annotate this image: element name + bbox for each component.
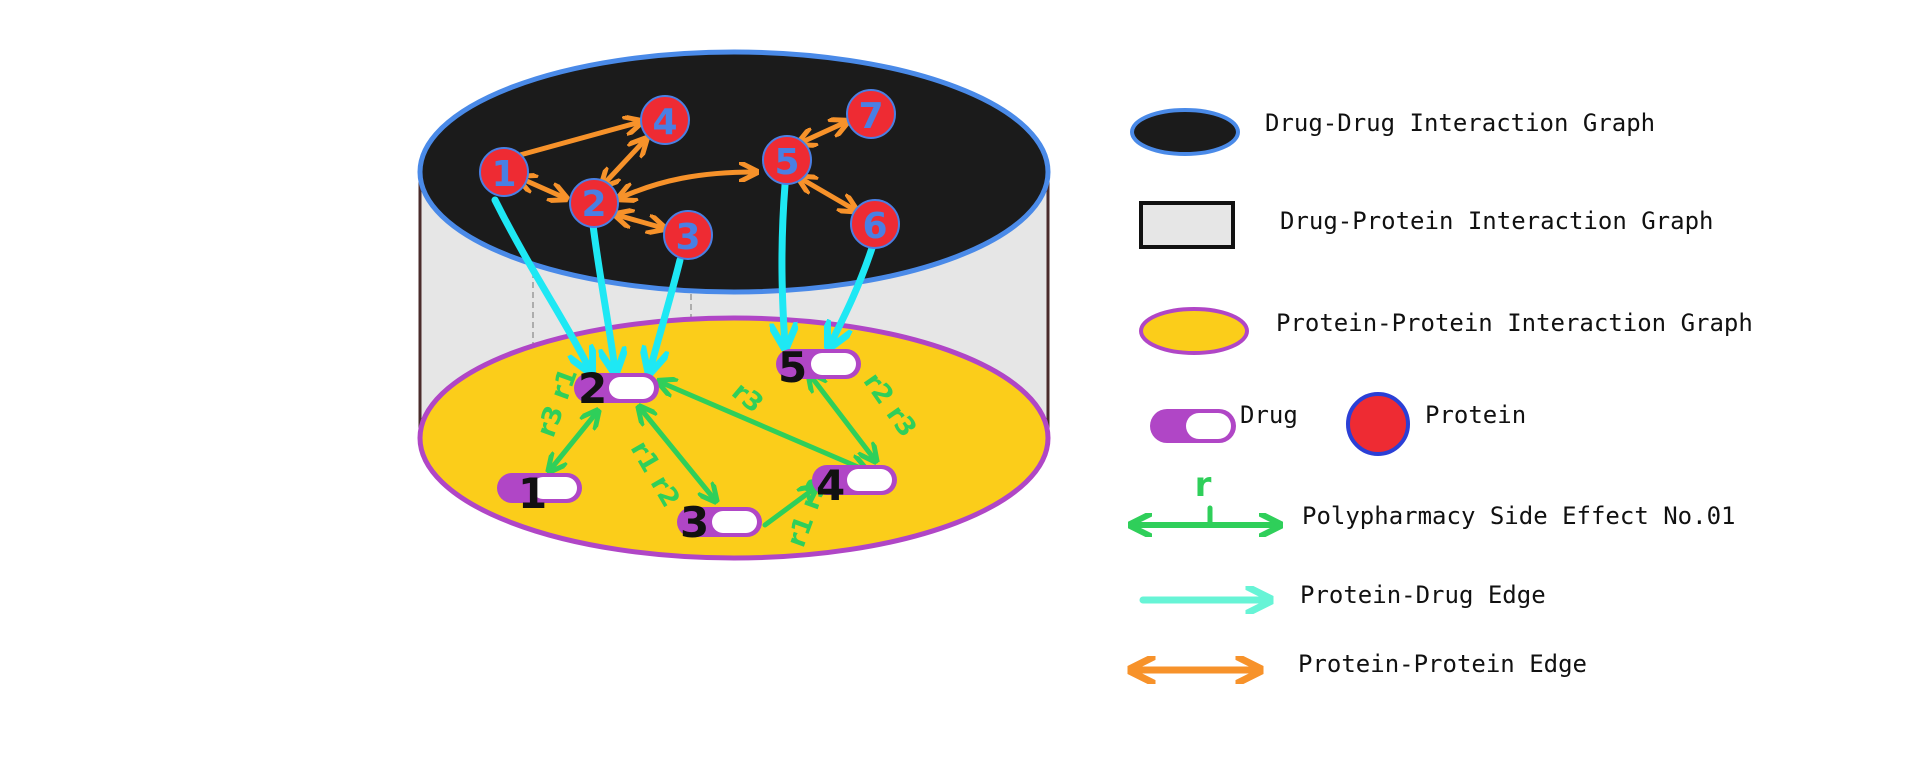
legend-side-effect-label: Polypharmacy Side Effect No.01 [1302, 502, 1735, 530]
edge-d5-d4 [810, 375, 875, 460]
protein-node-4: 4 [640, 95, 690, 145]
edge-p1-d2 [491, 196, 590, 370]
legend-ppi-label: Protein-Protein Interaction Graph [1276, 309, 1753, 337]
drug-node-label: 1 [518, 469, 547, 518]
legend-drug-label: Drug [1240, 401, 1298, 429]
legend-item-protein-drug-edge: Protein-Drug Edge [1139, 581, 1546, 609]
protein-protein-edges [520, 122, 855, 228]
edge-p2-p5 [620, 172, 755, 198]
edge-p3-d2 [650, 256, 684, 370]
legend-protein-swatch [1346, 392, 1410, 456]
edge-d3-d4 [762, 488, 815, 528]
protein-node-label: 7 [858, 96, 883, 137]
protein-nodes: 1 2 3 4 5 6 7 [479, 89, 900, 260]
legend-item-drug: Drug [1150, 401, 1298, 443]
legend-item-ppi: Protein-Protein Interaction Graph [1139, 307, 1753, 355]
edge-d2-d1 [550, 412, 597, 470]
protein-node-5: 5 [762, 135, 812, 185]
edge-p2-p3 [617, 215, 663, 228]
legend-item-dpi: Drug-Protein Interaction Graph [1139, 201, 1713, 249]
legend-protein-protein-edge-label: Protein-Protein Edge [1298, 650, 1587, 678]
protein-node-label: 4 [652, 102, 677, 143]
drug-node-label: 4 [816, 461, 845, 510]
legend-ppi-swatch [1139, 307, 1249, 355]
edge-p1-p2 [520, 178, 565, 198]
drug-nodes: 1 2 3 4 5 [497, 343, 897, 547]
protein-node-3: 3 [663, 210, 713, 260]
protein-node-label: 3 [675, 217, 700, 258]
edge-p5-p7 [800, 122, 846, 143]
protein-node-7: 7 [846, 89, 896, 139]
legend-ddi-label: Drug-Drug Interaction Graph [1265, 109, 1655, 137]
legend-protein-label: Protein [1425, 401, 1526, 429]
legend-item-protein: Protein [1346, 392, 1526, 456]
protein-node-label: 1 [491, 154, 516, 195]
drug-node-3: 3 [677, 498, 762, 547]
protein-node-label: 2 [581, 184, 606, 225]
side-effect-edges [550, 375, 875, 528]
legend-drug-swatch-inner [1186, 413, 1231, 439]
legend-dpi-label: Drug-Protein Interaction Graph [1280, 207, 1713, 235]
legend-dpi-swatch [1139, 201, 1235, 249]
protein-node-1: 1 [479, 147, 529, 197]
edge-p5-d5 [782, 181, 785, 345]
legend: Drug-Drug Interaction Graph Drug-Protein… [1130, 108, 1753, 678]
legend-side-effect-symbol: r [1195, 465, 1212, 505]
legend-protein-drug-edge-label: Protein-Drug Edge [1300, 581, 1546, 609]
protein-node-2: 2 [569, 178, 619, 228]
drug-node-label: 2 [578, 364, 607, 413]
protein-node-label: 5 [774, 142, 799, 183]
edge-p2-d2 [589, 221, 615, 370]
legend-item-protein-protein-edge: Protein-Protein Edge [1133, 650, 1587, 678]
drug-node-label: 5 [778, 343, 807, 392]
protein-node-label: 6 [862, 206, 887, 247]
drug-node-4: 4 [812, 461, 897, 510]
legend-ddi-swatch [1130, 108, 1240, 156]
edge-p1-p4 [517, 122, 640, 158]
legend-item-side-effect: r Polypharmacy Side Effect No.01 [1133, 465, 1735, 530]
drug-node-5: 5 [776, 343, 861, 392]
drug-node-label: 3 [680, 498, 709, 547]
drug-node-1: 1 [497, 469, 582, 518]
edge-p6-d5 [830, 241, 877, 345]
protein-drug-edges [491, 181, 877, 370]
legend-item-ddi: Drug-Drug Interaction Graph [1130, 108, 1655, 156]
protein-node-6: 6 [850, 199, 900, 249]
drug-node-2: 2 [574, 364, 659, 413]
edge-p5-p6 [800, 178, 855, 210]
